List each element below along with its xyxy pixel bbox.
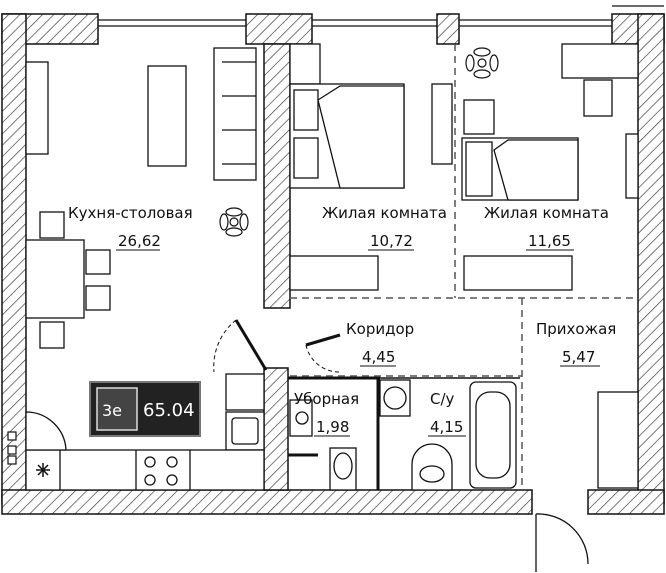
hall-name: Прихожая	[536, 320, 616, 338]
apartment-badge: 3e 65.04	[89, 381, 201, 437]
shelf	[561, 43, 639, 79]
radiator-bedroom2-floor	[463, 255, 573, 291]
wardrobe	[289, 43, 321, 85]
wall-top-middle	[245, 13, 313, 45]
top-windows	[98, 5, 664, 27]
interior-walls	[288, 376, 520, 490]
bathroom-fixtures	[289, 379, 517, 491]
wall-right	[637, 13, 665, 505]
chair	[39, 211, 65, 239]
corner-cabinet	[25, 411, 67, 451]
coffee-table	[147, 65, 187, 167]
bedroom2-name: Жилая комната	[484, 204, 609, 222]
badge-code-box	[96, 387, 138, 431]
snowflake-icon	[36, 463, 50, 477]
bedroom2-area: 11,65	[528, 232, 571, 250]
bathroom-name: С/у	[430, 390, 455, 408]
wall-bottom-left	[1, 489, 533, 515]
chair	[85, 249, 111, 275]
exterior-walls	[1, 13, 665, 515]
radiator-bedroom1-floor	[289, 255, 379, 291]
outlet-icons	[7, 431, 17, 465]
radiator-kitchen	[25, 61, 49, 155]
toilet-area: 1,98	[316, 418, 349, 436]
nightstand	[463, 99, 495, 135]
radiator-bedroom1	[431, 83, 453, 165]
hall-area: 5,47	[562, 348, 595, 366]
radiator-bedroom2	[625, 133, 639, 199]
toilet-name: Уборная	[294, 390, 359, 408]
wall-left	[1, 13, 27, 505]
kitchen-counter	[25, 449, 265, 491]
plant-icon	[465, 47, 499, 79]
cabinet	[225, 373, 265, 411]
corridor-name: Коридор	[346, 320, 414, 338]
wall-top-pier	[436, 13, 460, 45]
bedroom1-furniture	[289, 43, 453, 291]
badge-code: 3e	[102, 401, 122, 420]
wall-kitchen-bedroom	[263, 43, 291, 309]
doors	[213, 319, 589, 572]
bathroom-area: 4,15	[430, 418, 463, 436]
dining-table	[25, 239, 85, 319]
kitchen-name: Кухня-столовая	[68, 204, 193, 222]
chair	[85, 285, 111, 311]
kitchen-furniture	[25, 47, 265, 491]
kitchen-area: 26,62	[118, 232, 161, 250]
chair	[39, 321, 65, 349]
sofa	[213, 47, 257, 181]
bedroom1-name: Жилая комната	[322, 204, 447, 222]
wall-kitchen-toilet	[263, 367, 289, 491]
hall-radiator	[597, 391, 639, 489]
wall-bottom-right	[587, 489, 665, 515]
bedroom2-furniture	[461, 43, 639, 489]
badge-total-area: 65.04	[143, 400, 195, 421]
plant-icon	[219, 207, 249, 237]
bedroom1-area: 10,72	[370, 232, 413, 250]
corridor-area: 4,45	[362, 348, 395, 366]
dashed-partitions	[290, 44, 638, 490]
nightstand	[583, 79, 613, 117]
